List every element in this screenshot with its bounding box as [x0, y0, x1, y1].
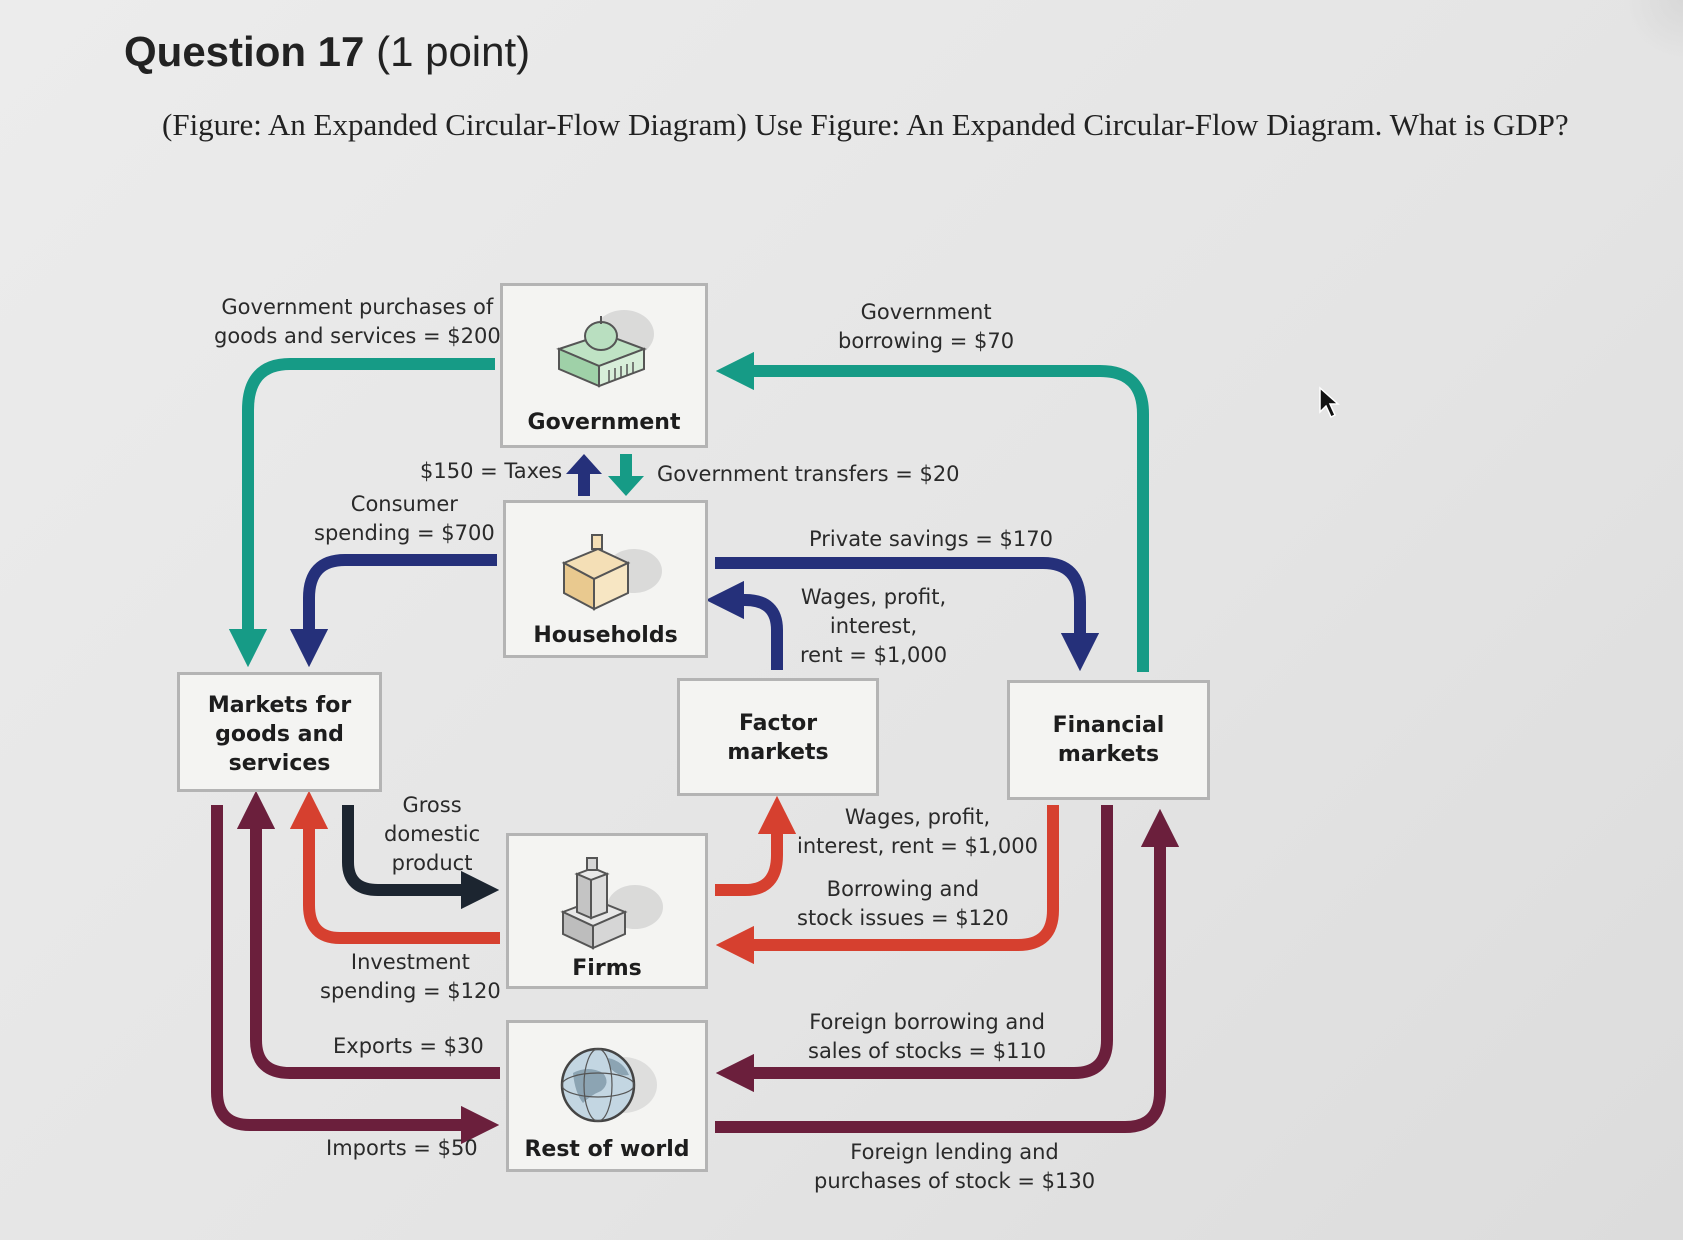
house-icon [561, 534, 662, 611]
financial-markets-box: Financial markets [1007, 680, 1210, 800]
households-box: Households [503, 500, 708, 658]
rest-of-world-label: Rest of world [524, 1137, 690, 1162]
exports-arrow [236, 790, 500, 1079]
foreign-borrowing-arrow [715, 805, 1113, 1093]
taxes-arrow [566, 454, 602, 496]
government-building-icon [556, 310, 654, 388]
taxes-label: $150 = Taxes [420, 459, 563, 483]
gov-purchases-label: Government purchases of goods and servic… [214, 295, 501, 348]
firms-label: Firms [572, 956, 642, 981]
government-label: Government [527, 410, 681, 435]
firms-box: Firms [506, 833, 708, 989]
transfers-label: Government transfers = $20 [657, 462, 960, 486]
borrowing-stock-label: Borrowing and stock issues = $120 [797, 877, 1009, 930]
private-savings-label: Private savings = $170 [809, 527, 1053, 551]
factor-markets-label: Factor markets [727, 711, 829, 765]
wages-factor-arrow [715, 795, 797, 896]
wages-households-label: Wages, profit, interest, rent = $1,000 [800, 585, 948, 667]
gov-borrowing-arrow [715, 351, 1149, 672]
question-points: (1 point) [376, 28, 531, 75]
gov-purchases-arrow [228, 358, 495, 668]
wages-factor-label: Wages, profit, interest, rent = $1,000 [797, 805, 1038, 858]
globe-icon [560, 1047, 657, 1123]
factor-markets-box: Factor markets [677, 678, 879, 796]
gdp-arrow [342, 805, 500, 910]
foreign-lending-label: Foreign lending and purchases of stock =… [814, 1140, 1096, 1193]
exports-label: Exports = $30 [333, 1034, 484, 1058]
gdp-label: Gross domestic product [384, 793, 481, 875]
transfers-arrow [608, 454, 644, 496]
private-savings-arrow [715, 557, 1100, 672]
consumer-spending-arrow [289, 554, 497, 668]
markets-box: Markets for goods and services [177, 672, 382, 792]
households-label: Households [533, 623, 678, 648]
foreign-borrowing-label: Foreign borrowing and sales of stocks = … [808, 1010, 1047, 1063]
investment-arrow [289, 790, 500, 944]
mouse-cursor-icon [1319, 386, 1340, 419]
foreign-lending-arrow [715, 808, 1180, 1133]
question-text: (Figure: An Expanded Circular-Flow Diagr… [162, 107, 1569, 142]
wages-households-arrow [705, 580, 783, 670]
investment-label: Investment spending = $120 [320, 950, 501, 1003]
government-box: Government [500, 283, 708, 448]
question-heading: Question 17 (1 point) [124, 28, 530, 76]
screen-glare [1623, 0, 1683, 60]
consumer-spending-label: Consumer spending = $700 [314, 492, 495, 545]
imports-arrow [211, 805, 500, 1145]
gov-borrowing-label: Government borrowing = $70 [838, 300, 1015, 353]
question-number: Question 17 [124, 28, 365, 75]
factory-icon [560, 857, 663, 950]
financial-markets-label: Financial markets [1052, 713, 1165, 767]
markets-label: Markets for goods and services [207, 693, 352, 776]
rest-of-world-box: Rest of world [506, 1020, 708, 1172]
borrowing-stock-arrow [715, 805, 1059, 965]
imports-label: Imports = $50 [326, 1136, 478, 1160]
